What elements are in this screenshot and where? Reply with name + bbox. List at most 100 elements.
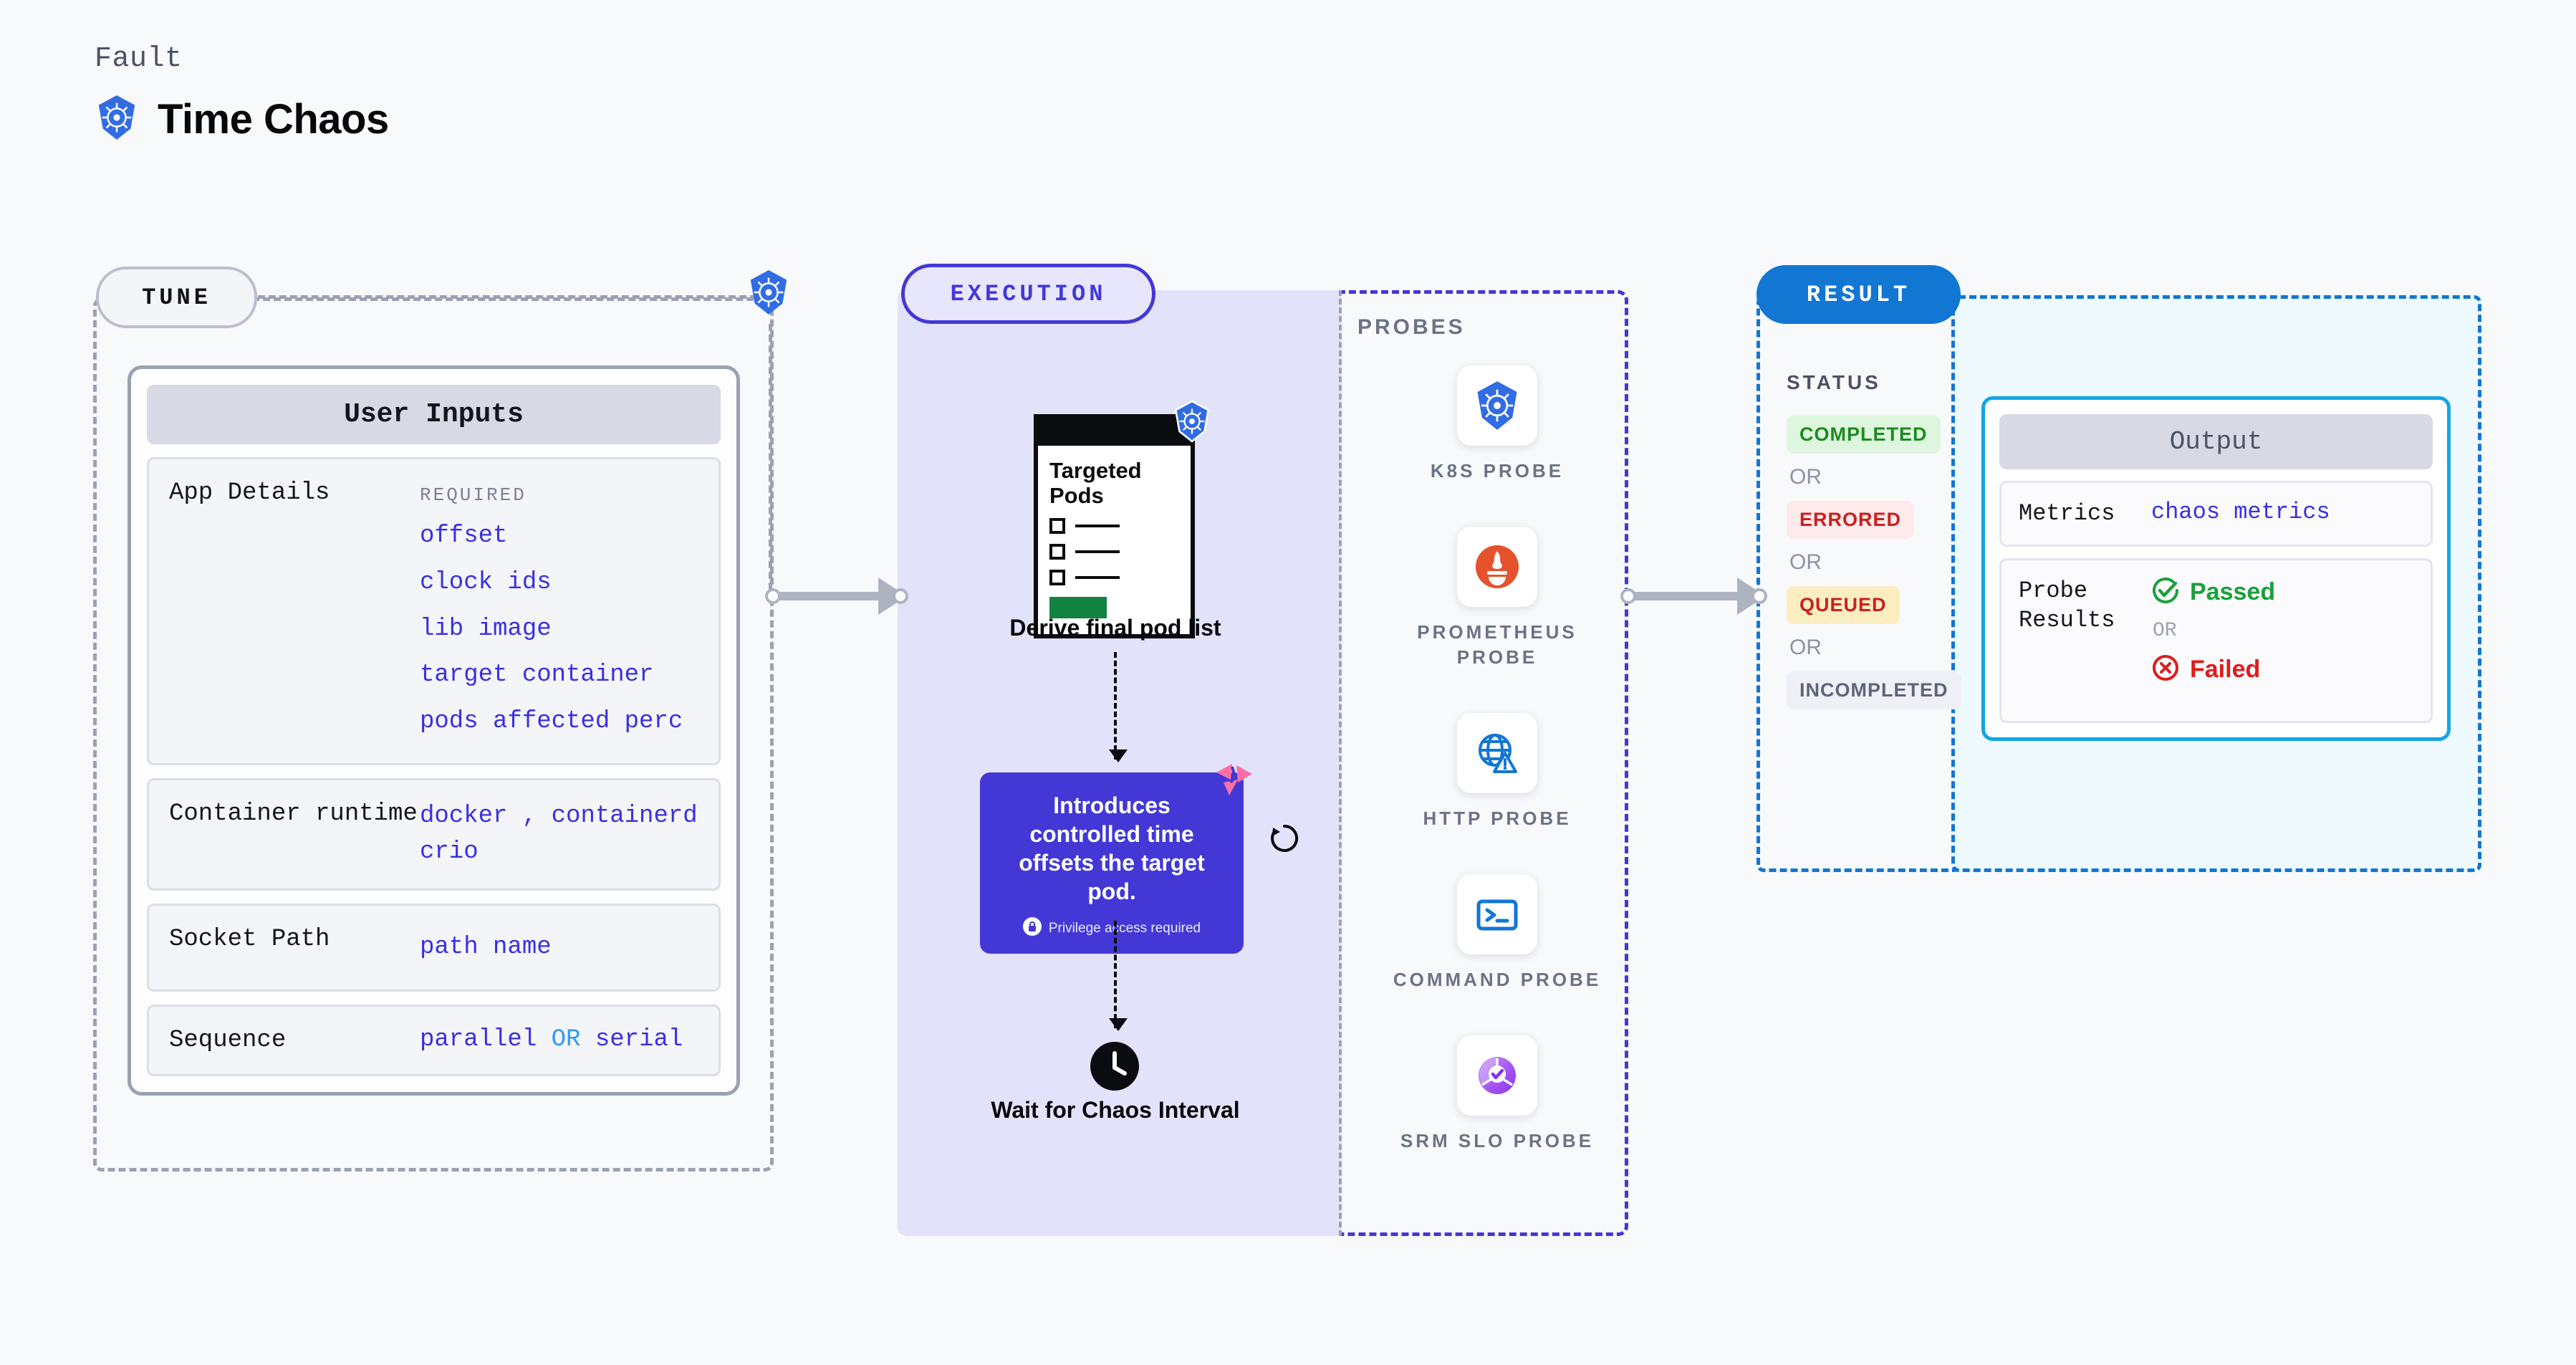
slo-donut-check-icon [1457,1035,1537,1116]
param-containerd[interactable]: containerd [551,803,698,830]
status-bar-indicator [1049,597,1107,619]
param-docker[interactable]: docker [420,803,508,830]
card-body: Targeted Pods [1038,446,1191,634]
row-label: Container runtime [169,800,418,828]
param-lib-image[interactable]: lib image [420,615,552,643]
refresh-icon[interactable] [1267,820,1302,860]
probe-label: K8S PROBE [1430,460,1565,482]
value-separator: , [522,803,537,830]
pods-list-item [1049,544,1179,560]
card-title-bar [1038,418,1191,446]
param-pods-affected-perc[interactable]: pods affected perc [420,707,683,735]
check-circle-icon [2151,576,2180,608]
param-offset[interactable]: offset [420,522,508,550]
probes-list: K8S PROBE PROMETHEUS PROBE [1390,365,1605,1197]
probe-label: COMMAND PROBE [1393,969,1602,991]
output-row-probe-results: Probe Results Passed OR [1999,557,2433,723]
prometheus-icon [1457,527,1537,608]
status-badge-completed: COMPLETED [1787,416,1941,454]
status-list: COMPLETED OR ERRORED OR QUEUED OR INCOMP… [1787,416,1961,709]
param-target-container[interactable]: target container [420,661,654,689]
row-label: Socket Path [169,925,330,953]
param-path-name[interactable]: path name [420,933,552,961]
status-badge-errored: ERRORED [1787,501,1915,539]
flow-arrow-down [1109,921,1128,1031]
connector-tune-to-execution [765,578,908,615]
metrics-label: Metrics [2019,500,2115,527]
connector-line [1633,592,1740,600]
status-badge-incompleted: INCOMPLETED [1787,671,1961,709]
probe-result-failed: Failed [2151,653,2275,686]
result-stage-pill[interactable]: RESULT [1756,265,1961,324]
failed-text: Failed [2190,655,2261,683]
probe-results-or: OR [2153,619,2177,642]
param-parallel[interactable]: parallel [420,1026,537,1054]
fault-description-tooltip: Introduces controlled time offsets the t… [980,764,1252,954]
kubernetes-icon [1172,400,1212,446]
probe-item-srm-slo[interactable]: SRM SLO PROBE [1390,1035,1605,1154]
placeholder-line [1075,576,1120,580]
row-sequence[interactable]: Sequence parallel OR serial [147,1004,721,1077]
connector-start-dot [765,588,781,604]
title-row: Time Chaos [95,94,389,145]
privilege-note-text: Privilege access required [1048,920,1201,936]
page-header: Fault Time Chaos [95,43,389,145]
metrics-value[interactable]: chaos metrics [2151,499,2330,525]
user-inputs-title: User Inputs [147,385,721,444]
tune-stage-pill[interactable]: TUNE [96,267,257,328]
param-clock-ids[interactable]: clock ids [420,568,552,596]
globe-warning-icon [1457,713,1537,794]
status-or: OR [1789,465,1822,489]
probe-item-http[interactable]: HTTP PROBE [1390,713,1605,831]
checkbox-icon [1049,570,1065,586]
probe-label: PROMETHEUS PROBE [1417,621,1577,669]
connector-line [778,592,881,600]
probe-label: HTTP PROBE [1423,808,1572,830]
probe-item-prometheus[interactable]: PROMETHEUS PROBE [1390,527,1605,670]
tooltip-text: Introduces controlled time offsets the t… [1019,792,1205,904]
execution-stage-pill[interactable]: EXECUTION [901,264,1155,324]
user-inputs-card: User Inputs App Details REQUIRED offset … [128,365,740,1096]
row-values: path name [420,924,552,971]
checkbox-icon [1049,518,1065,535]
chaos-ribbon-icon [1213,761,1255,802]
row-container-runtime[interactable]: Container runtime docker , containerd cr… [147,778,721,891]
probe-item-command[interactable]: COMMAND PROBE [1390,874,1605,992]
tune-badge-stem [769,324,772,600]
targeted-pods-node: Targeted Pods [1034,400,1210,639]
targeted-pods-card: Targeted Pods [1034,400,1210,639]
probe-results-label: Probe Results [2019,577,2115,634]
kubernetes-icon [1457,365,1537,446]
status-or: OR [1789,550,1822,574]
row-socket-path[interactable]: Socket Path path name [147,903,721,992]
x-circle-icon [2151,653,2180,686]
param-serial[interactable]: serial [595,1026,683,1054]
connector-execution-to-result [1620,578,1767,615]
output-row-metrics[interactable]: Metrics chaos metrics [1999,481,2433,547]
connector-end-dot [893,588,908,604]
terminal-icon [1457,874,1537,955]
status-or: OR [1789,636,1822,659]
output-title: Output [1999,414,2433,469]
privilege-note: Privilege access required [996,917,1228,939]
probe-item-k8s[interactable]: K8S PROBE [1390,365,1605,484]
row-values: docker , containerd crio [420,799,698,870]
row-values: REQUIRED offset clock ids lib image targ… [420,478,683,744]
targeted-pods-title: Targeted Pods [1049,458,1142,508]
fault-eyebrow: Fault [95,43,183,75]
checkbox-icon [1049,544,1065,560]
derive-pod-list-caption: Derive final pod list [1009,615,1221,641]
page-title: Time Chaos [158,96,389,143]
probe-results-values: Passed OR Failed [2151,576,2275,705]
pods-list-item [1049,570,1179,586]
status-badge-queued: QUEUED [1787,586,1900,624]
output-card: Output Metrics chaos metrics Probe Resul… [1981,396,2451,741]
placeholder-line [1075,525,1120,528]
kubernetes-icon [746,269,791,320]
param-crio[interactable]: crio [420,838,479,866]
row-app-details[interactable]: App Details REQUIRED offset clock ids li… [147,457,721,766]
required-tag: REQUIRED [420,484,527,506]
row-label: App Details [169,479,330,507]
wait-chaos-interval-caption: Wait for Chaos Interval [991,1097,1240,1123]
tune-panel-border [93,297,774,1172]
